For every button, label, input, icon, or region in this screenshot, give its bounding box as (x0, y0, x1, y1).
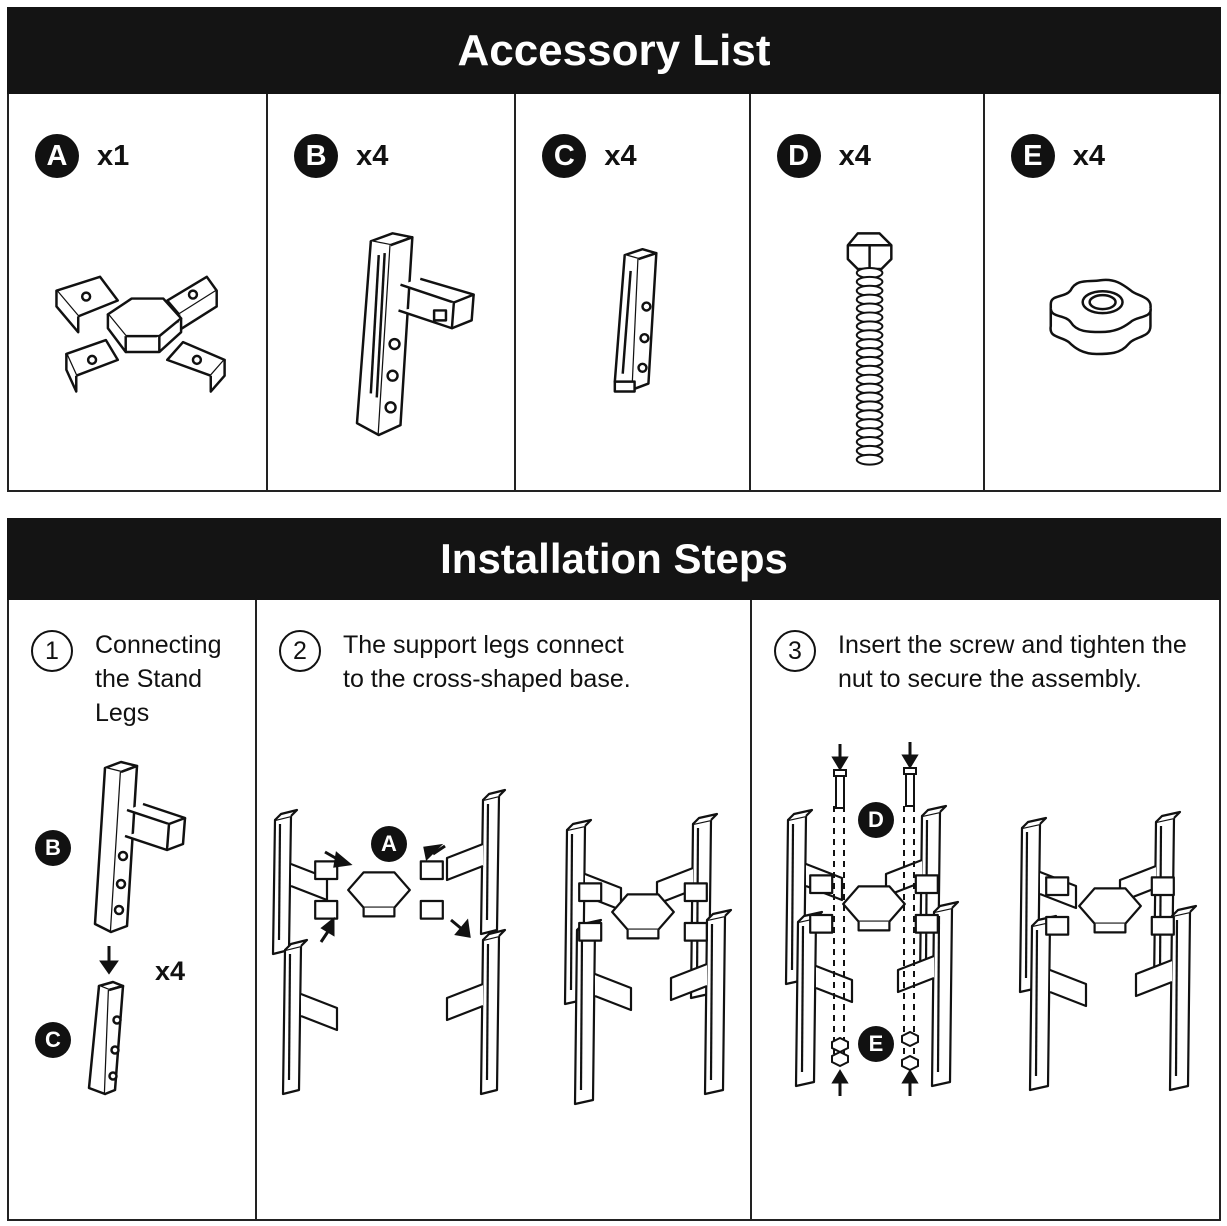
step-1-text: Connecting the Stand Legs (95, 631, 222, 727)
step-3-number: 3 (774, 630, 816, 672)
step-3-cell: 3 Insert the screw and tighten the nut t… (752, 600, 1219, 1219)
step-3-figure (784, 742, 1198, 1096)
step-2-part-a-badge: A (371, 826, 407, 862)
part-d-cell: D x4 (751, 94, 985, 490)
installation-grid: 1 Connecting the Stand Legs B C x4 (7, 600, 1221, 1221)
nut-icon (1049, 278, 1152, 356)
screw-icon (846, 232, 893, 466)
step-1-qty: x4 (155, 956, 186, 986)
step-2-cell: 2 The support legs connect to the cross-… (257, 600, 752, 1219)
step-1-figure (87, 760, 187, 1096)
accessory-list-title: Accessory List (7, 7, 1221, 94)
part-d-badge: D (776, 134, 821, 178)
part-e-cell: E x4 (985, 94, 1219, 490)
part-a-qty: x1 (97, 139, 130, 172)
step-3-text: Insert the screw and tighten the nut to … (838, 631, 1187, 693)
step-1-part-b-badge: B (35, 830, 71, 866)
part-a-cell: A x1 (9, 94, 269, 490)
accessory-grid: A x1 (7, 94, 1221, 492)
leg-bracket-icon (355, 232, 476, 437)
part-c-qty: x4 (604, 139, 637, 172)
part-b-badge: B (294, 134, 339, 178)
part-c-cell: C x4 (516, 94, 751, 490)
step-1-number: 1 (31, 630, 73, 672)
part-e-qty: x4 (1072, 139, 1106, 172)
installation-steps-title: Installation Steps (7, 518, 1221, 600)
part-a-badge: A (35, 134, 79, 178)
leg-extension-icon (613, 247, 658, 393)
step-3-part-d-badge: D (858, 802, 894, 838)
step-1-part-c-badge: C (35, 1022, 71, 1058)
step-2-text: The support legs connect to the cross-sh… (343, 631, 631, 693)
part-b-cell: B x4 (268, 94, 517, 490)
step-2-figure (271, 788, 733, 1106)
cross-base-icon (55, 275, 226, 393)
step-3-part-e-badge: E (858, 1026, 894, 1062)
step-1-cell: 1 Connecting the Stand Legs B C x4 (9, 600, 257, 1219)
part-c-badge: C (542, 134, 587, 178)
part-e-badge: E (1010, 134, 1055, 178)
part-b-qty: x4 (356, 139, 389, 172)
step-2-number: 2 (279, 630, 321, 672)
part-d-qty: x4 (838, 139, 871, 172)
